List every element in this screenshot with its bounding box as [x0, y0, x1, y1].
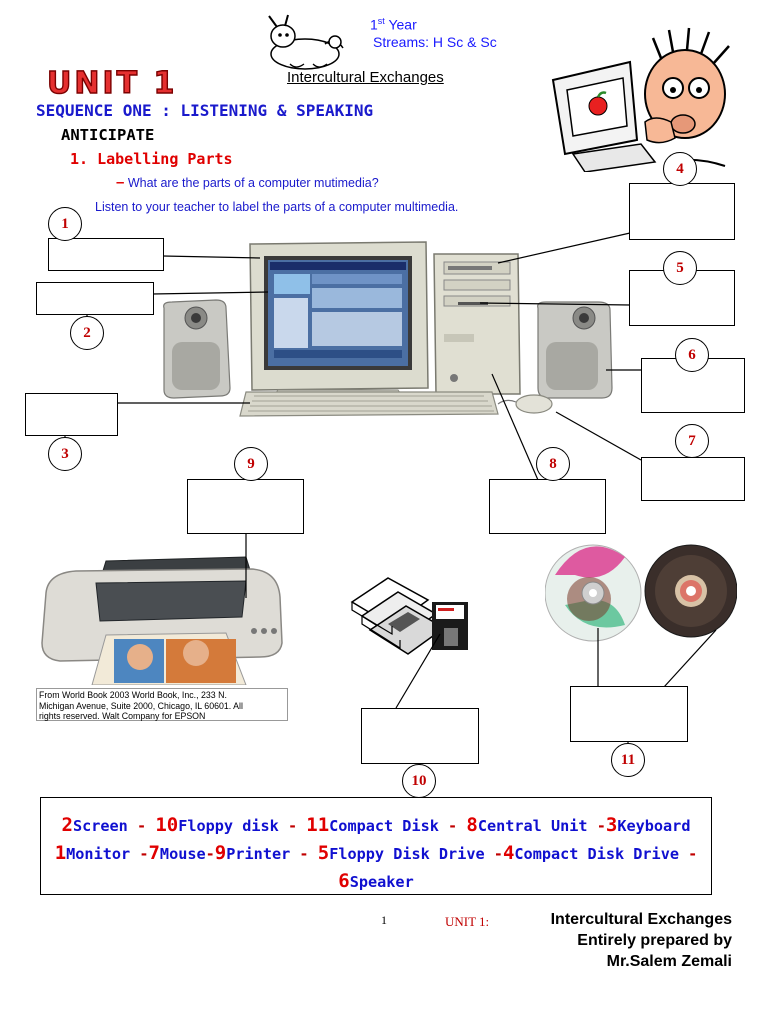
word-num: 7 [148, 842, 160, 864]
year-number: 1 [370, 16, 378, 33]
year-line: 1st Year [370, 16, 417, 33]
word-bank-line-3: 6Speaker [41, 868, 711, 896]
word-text: Floppy disk [178, 817, 279, 835]
word-text: Monitor [66, 845, 131, 863]
word-text: Mouse [159, 845, 206, 863]
number-marker-9: 9 [234, 447, 268, 481]
number-marker-8: 8 [536, 447, 570, 481]
word-text: Floppy Disk Drive [329, 845, 485, 863]
word-text: Screen [72, 817, 128, 835]
answer-box-11[interactable] [570, 686, 688, 742]
number-marker-7: 7 [675, 424, 709, 458]
computer-user-clipart [551, 27, 730, 172]
word-num: 9 [214, 842, 227, 864]
answer-box-9[interactable] [187, 479, 304, 534]
task-number: 1. [70, 150, 89, 168]
unit-badge: UNIT 1 [46, 65, 177, 101]
number-marker-4: 4 [663, 152, 697, 186]
unit-title: Intercultural Exchanges [287, 69, 444, 86]
number-marker-5: 5 [663, 251, 697, 285]
word-bank-line-2: 1Monitor -7Mouse-9Printer - 5Floppy Disk… [54, 842, 698, 864]
question-dash: – [116, 174, 125, 191]
task-heading: 1. Labelling Parts [70, 150, 233, 168]
answer-box-2[interactable] [36, 282, 154, 315]
word-text: Keyboard [617, 817, 691, 835]
word-text: Central Unit [477, 817, 588, 835]
footer-title: Intercultural Exchanges [550, 911, 732, 928]
answer-box-7[interactable] [641, 457, 745, 501]
answer-box-1[interactable] [48, 238, 164, 271]
task-title: Labelling Parts [97, 150, 233, 168]
rabbit-clipart [268, 14, 344, 70]
answer-box-3[interactable] [25, 393, 118, 436]
instruction-line: Listen to your teacher to label the part… [95, 200, 459, 214]
word-num: 8 [466, 814, 478, 836]
anticipate-heading: ANTICIPATE [61, 126, 155, 144]
footer-unit: UNIT 1: [445, 914, 490, 929]
printer-photo-credit: From World Book 2003 World Book, Inc., 2… [36, 688, 288, 721]
word-num: 2 [61, 814, 73, 836]
footer-prepared: Entirely prepared by [577, 932, 732, 949]
printer-image [41, 556, 283, 685]
question-line: – What are the parts of a computer mutim… [116, 174, 379, 191]
footer-author: Mr.Salem Zemali [606, 953, 732, 970]
right-speaker [537, 301, 613, 399]
word-text: Speaker [349, 873, 414, 891]
word-num: 6 [338, 870, 350, 892]
word-num: 3 [605, 814, 618, 836]
computer-system-image [163, 241, 613, 417]
page-number: 1 [381, 913, 387, 927]
answer-box-8[interactable] [489, 479, 606, 534]
word-text: Printer [226, 845, 291, 863]
number-marker-1: 1 [48, 207, 82, 241]
word-bank-line-1: 2Screen - 10Floppy disk - 11Compact Disk… [61, 814, 691, 836]
central-unit-tower [433, 253, 521, 395]
compact-disk-clipart [545, 544, 737, 642]
word-num: 11 [306, 814, 330, 836]
credit-line-1: From World Book 2003 World Book, Inc., 2… [39, 690, 227, 700]
number-marker-2: 2 [70, 316, 104, 350]
sequence-heading: SEQUENCE ONE : LISTENING & SPEAKING [36, 101, 374, 120]
word-num: 1 [54, 842, 67, 864]
floppy-disk-clipart [350, 577, 468, 655]
number-marker-3: 3 [48, 437, 82, 471]
number-marker-11: 11 [611, 743, 645, 777]
credit-line-2: Michigan Avenue, Suite 2000, Chicago, IL… [39, 700, 243, 711]
answer-box-4[interactable] [629, 183, 735, 240]
year-suffix: st [377, 16, 385, 26]
word-text: Compact Disk Drive [514, 845, 679, 863]
word-text: Compact Disk [329, 817, 439, 835]
number-marker-10: 10 [402, 764, 436, 798]
question-text: What are the parts of a computer mutimed… [127, 176, 379, 190]
credit-line-3: rights reserved. Walt Company for EPSON [39, 711, 206, 722]
unit-badge-text: UNIT 1 [47, 66, 177, 101]
streams-line: Streams: H Sc & Sc [373, 34, 497, 50]
number-marker-6: 6 [675, 338, 709, 372]
word-num: 10 [155, 814, 179, 836]
crt-monitor [249, 241, 429, 405]
keyboard [239, 391, 499, 417]
year-word: Year [384, 16, 417, 33]
word-num: 5 [317, 842, 330, 864]
answer-box-10[interactable] [361, 708, 479, 764]
word-bank: 2Screen - 10Floppy disk - 11Compact Disk… [40, 797, 712, 895]
left-speaker [163, 299, 231, 399]
word-num: 4 [502, 842, 515, 864]
mouse [515, 394, 553, 414]
